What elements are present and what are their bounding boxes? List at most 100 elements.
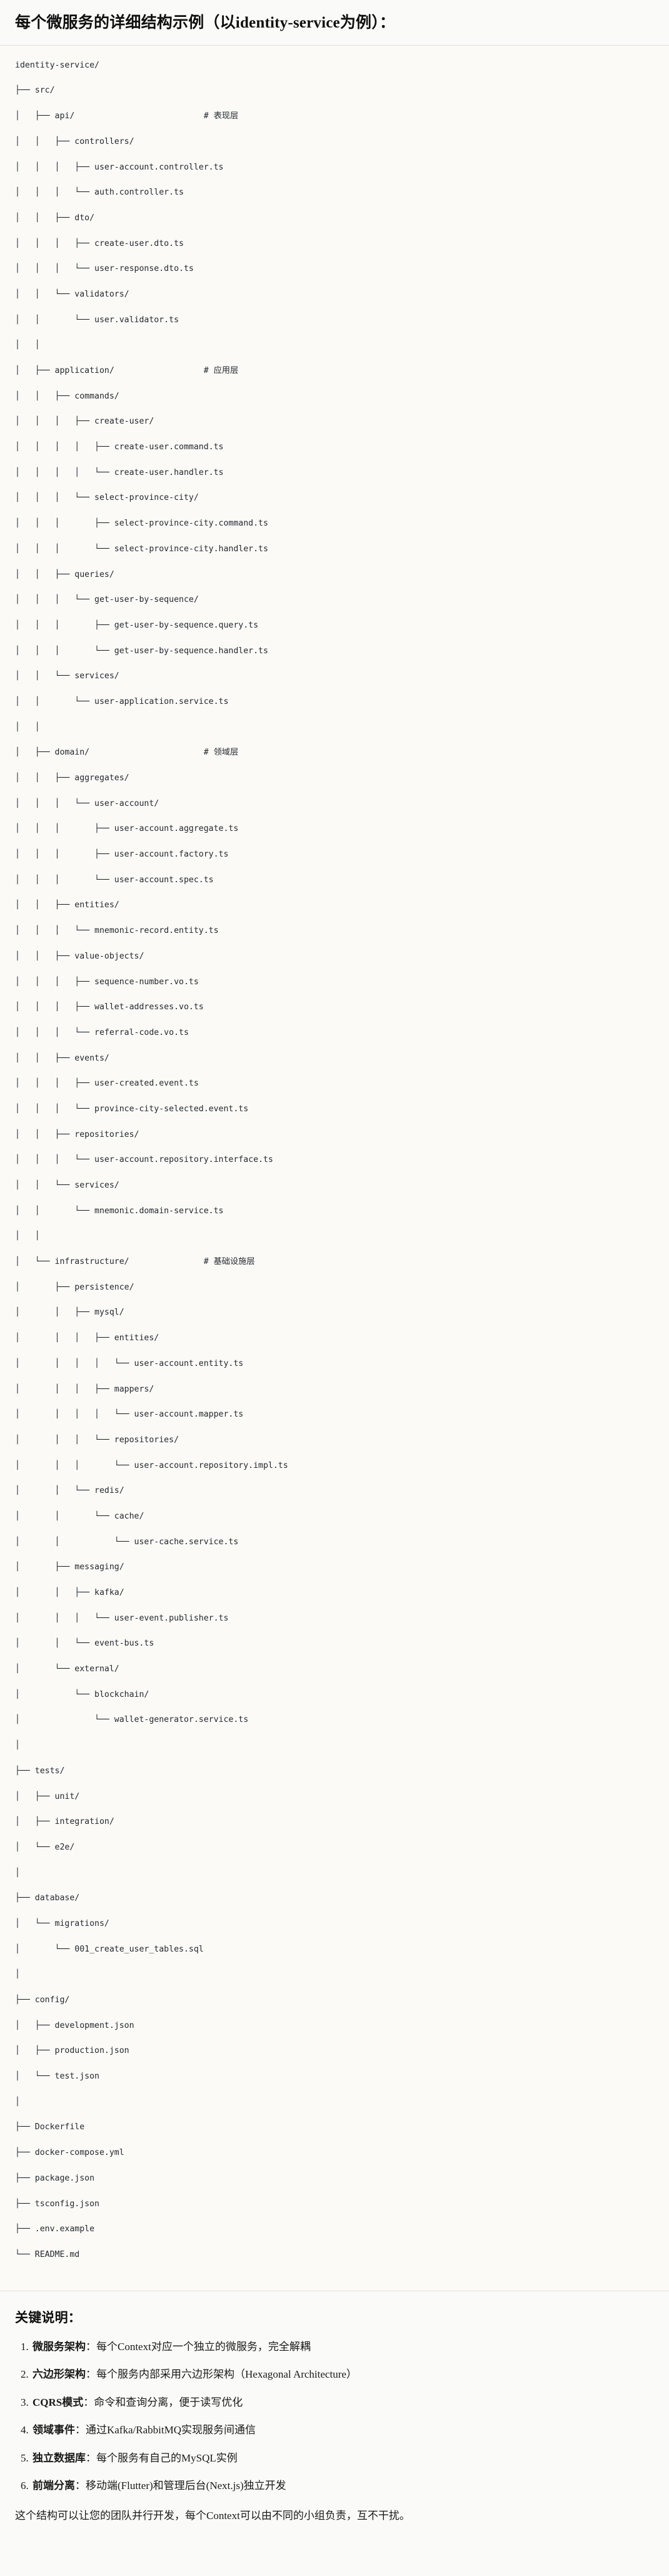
tree-line: │ │ │ ├── wallet-addresses.vo.ts: [15, 1002, 204, 1012]
tree-line: │ └── migrations/: [15, 1918, 109, 1928]
tree-line: ├── Dockerfile: [15, 2122, 85, 2132]
tree-line: │ │ ├── kafka/: [15, 1588, 124, 1597]
tree-line: │ │ │ ├── user-created.event.ts: [15, 1079, 199, 1089]
tree-line: │ │ │ └── user-event.publisher.ts: [15, 1613, 229, 1623]
tree-line: │: [15, 1741, 20, 1751]
tree-line: │ ├── production.json: [15, 2046, 129, 2056]
tree-line: │: [15, 2097, 20, 2107]
key-note-description: ：每个服务有自己的MySQL实例: [86, 2451, 238, 2464]
tree-line: │ │: [15, 722, 40, 732]
tree-line: │ │ └── user-application.service.ts: [15, 696, 229, 706]
tree-line: │ │ ├── commands/: [15, 391, 119, 401]
tree-line: │ │ └── mnemonic.domain-service.ts: [15, 1206, 224, 1216]
tree-line: │ │ │ └── select-province-city.handler.t…: [15, 544, 268, 554]
tree-line: │ │ │ └── referral-code.vo.ts: [15, 1027, 189, 1037]
tree-line: └── README.md: [15, 2249, 80, 2259]
tree-line: │ │ │ ├── create-user.dto.ts: [15, 238, 184, 248]
key-note-description: ：通过Kafka/RabbitMQ实现服务间通信: [75, 2424, 256, 2436]
tree-line: │ │ │ │ ├── create-user.command.ts: [15, 442, 224, 452]
tree-line: │ │ │ └── select-province-city/: [15, 493, 199, 503]
key-notes-list: 微服务架构：每个Context对应一个独立的微服务，完全解耦六边形架构：每个服务…: [15, 2339, 654, 2494]
tree-line: │ │ ├── dto/: [15, 213, 95, 223]
file-tree: identity-service/ ├── src/ │ ├── api/ # …: [15, 59, 654, 2274]
key-note-term: CQRS模式: [33, 2396, 84, 2408]
tree-line: │ │ │ ├── get-user-by-sequence.query.ts: [15, 620, 259, 630]
tree-line: │ │ ├── controllers/: [15, 136, 134, 146]
tree-line: │ │ │ ├── entities/: [15, 1333, 159, 1343]
tree-line: ├── database/: [15, 1893, 80, 1903]
key-note-item: 前端分离：移动端(Flutter)和管理后台(Next.js)独立开发: [31, 2478, 654, 2494]
key-note-description: ：移动端(Flutter)和管理后台(Next.js)独立开发: [75, 2480, 286, 2492]
tree-line: │ ├── api/ # 表现层: [15, 111, 239, 121]
key-notes-heading: 关键说明：: [15, 2309, 81, 2325]
tree-line: │ │ └── event-bus.ts: [15, 1639, 154, 1649]
tree-line: │ │: [15, 1231, 40, 1241]
tree-line: │ ├── unit/: [15, 1791, 80, 1801]
key-note-description: ：每个Context对应一个独立的微服务，完全解耦: [86, 2340, 311, 2353]
tree-layer-comment: # 基础设施层: [203, 1257, 255, 1267]
tree-line: │ │ ├── value-objects/: [15, 951, 144, 961]
tree-line: │ │ └── services/: [15, 1181, 119, 1190]
closing-paragraph: 这个结构可以让您的团队并行开发，每个Context可以由不同的小组负责，互不干扰…: [15, 2509, 410, 2522]
tree-line: │ │ │ └── province-city-selected.event.t…: [15, 1104, 249, 1114]
tree-line: │ │ │ └── repositories/: [15, 1435, 179, 1445]
tree-line: │ ├── integration/: [15, 1817, 114, 1827]
key-note-item: CQRS模式：命令和查询分离，便于读写优化: [31, 2395, 654, 2411]
tree-line: │ │ └── redis/: [15, 1486, 124, 1496]
tree-line: │ └── e2e/: [15, 1842, 75, 1852]
tree-line: │ └── infrastructure/ # 基础设施层: [15, 1257, 255, 1267]
tree-line: │ │ │ ├── create-user/: [15, 417, 154, 427]
tree-line: │ │ │ └── user-account.repository.impl.t…: [15, 1460, 288, 1470]
tree-line: │ │ │ │ └── user-account.entity.ts: [15, 1358, 244, 1368]
key-note-description: ：命令和查询分离，便于读写优化: [83, 2396, 243, 2408]
tree-line: │ └── test.json: [15, 2072, 99, 2082]
tree-line: ├── config/: [15, 1995, 70, 2005]
tree-line: │ └── blockchain/: [15, 1689, 149, 1699]
tree-line: │ │ │ └── user-account/: [15, 798, 159, 808]
page-title: 每个微服务的详细结构示例（以identity-service为例）：: [15, 14, 396, 31]
key-note-item: 微服务架构：每个Context对应一个独立的微服务，完全解耦: [31, 2339, 654, 2355]
tree-line: ├── package.json: [15, 2173, 95, 2183]
tree-line: │ │ │ ├── user-account.controller.ts: [15, 162, 224, 172]
key-note-item: 六边形架构：每个服务内部采用六边形架构（Hexagonal Architectu…: [31, 2366, 654, 2383]
tree-line: │ │ ├── repositories/: [15, 1129, 139, 1139]
tree-line: │: [15, 1868, 20, 1878]
tree-line: │ │ ├── events/: [15, 1053, 109, 1063]
key-note-term: 前端分离: [33, 2480, 75, 2492]
key-note-item: 独立数据库：每个服务有自己的MySQL实例: [31, 2450, 654, 2467]
tree-line: ├── .env.example: [15, 2224, 95, 2234]
tree-line: │ │ │ ├── user-account.factory.ts: [15, 850, 229, 860]
tree-line: ├── src/: [15, 86, 55, 96]
tree-line: │ │ │ └── user-account.repository.interf…: [15, 1155, 273, 1165]
tree-line: │ │ └── user-cache.service.ts: [15, 1537, 239, 1547]
tree-line: │ │ └── validators/: [15, 289, 129, 299]
tree-line: │ ├── persistence/: [15, 1282, 134, 1292]
tree-line: │ ├── messaging/: [15, 1562, 124, 1572]
tree-line: │ │ │ ├── sequence-number.vo.ts: [15, 977, 199, 987]
tree-line: │ │ │ └── mnemonic-record.entity.ts: [15, 926, 219, 936]
tree-line: │ ├── domain/ # 领域层: [15, 748, 239, 758]
tree-line: │ └── wallet-generator.service.ts: [15, 1715, 249, 1725]
tree-line: │ │: [15, 340, 40, 350]
tree-line: │ │ │ ├── user-account.aggregate.ts: [15, 824, 239, 834]
tree-line: │ │ ├── mysql/: [15, 1308, 124, 1318]
tree-line: │ │ │ │ └── create-user.handler.ts: [15, 467, 224, 477]
tree-line: │ │ │ │ └── user-account.mapper.ts: [15, 1410, 244, 1420]
tree-line: │: [15, 1970, 20, 1980]
tree-layer-comment: # 领域层: [203, 748, 239, 758]
tree-line: │ │ └── cache/: [15, 1511, 144, 1521]
tree-line: │ │ │ └── get-user-by-sequence/: [15, 595, 199, 605]
tree-line: │ │ ├── queries/: [15, 569, 114, 579]
tree-line: │ │ ├── aggregates/: [15, 773, 129, 783]
tree-line: │ │ │ ├── select-province-city.command.t…: [15, 519, 268, 529]
tree-line: │ │ │ ├── mappers/: [15, 1384, 154, 1394]
file-tree-codeblock: identity-service/ ├── src/ │ ├── api/ # …: [0, 45, 669, 2291]
tree-line: │ ├── development.json: [15, 2020, 134, 2030]
tree-line: │ │ │ └── user-response.dto.ts: [15, 264, 194, 274]
tree-line: │ │ └── user.validator.ts: [15, 315, 179, 325]
key-note-term: 独立数据库: [33, 2451, 86, 2464]
key-note-item: 领域事件：通过Kafka/RabbitMQ实现服务间通信: [31, 2422, 654, 2438]
tree-line: │ │ ├── entities/: [15, 900, 119, 910]
tree-line: │ │ │ └── auth.controller.ts: [15, 188, 184, 198]
